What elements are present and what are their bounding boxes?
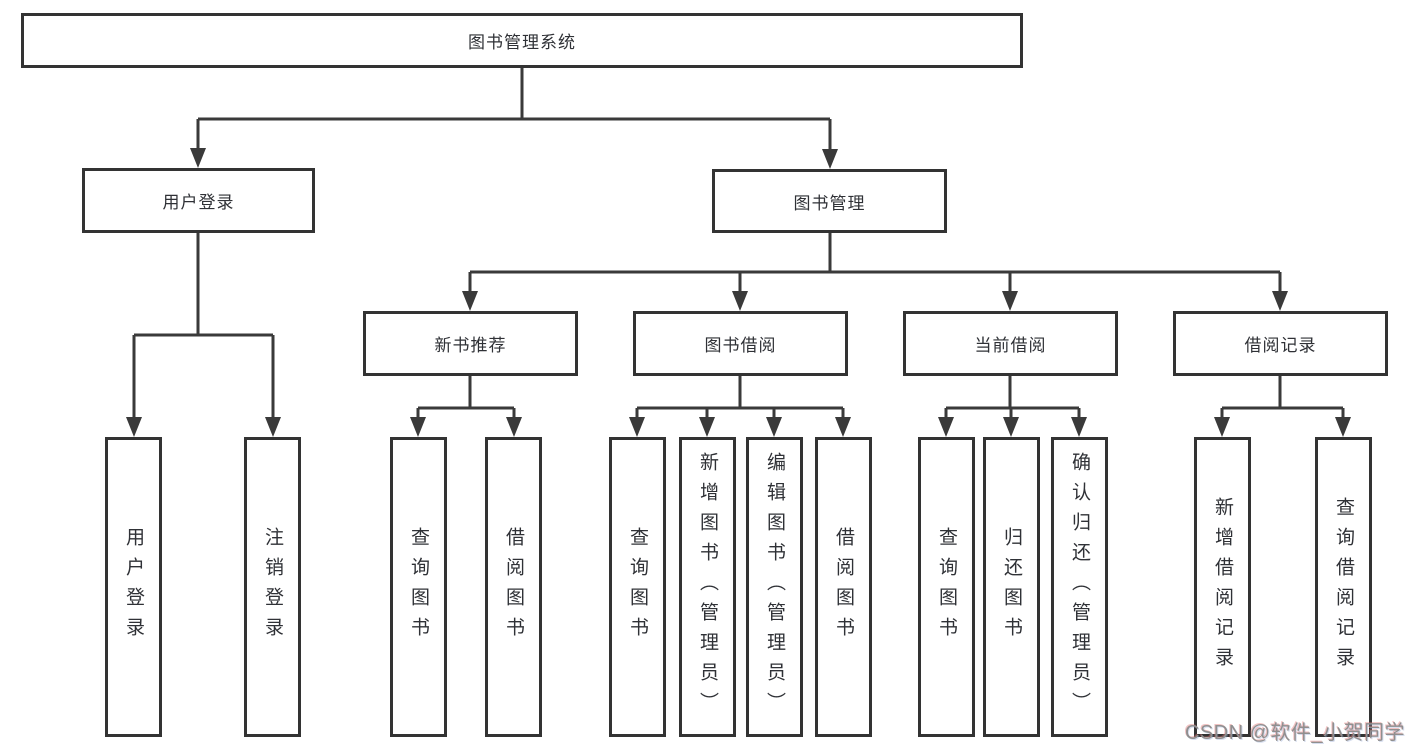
node-book-management: 图书管理: [712, 169, 947, 233]
leaf-query-borrow-record: 查询借阅记录: [1315, 437, 1372, 737]
leaf-query-books-borrow-label: 查询图书: [627, 527, 648, 647]
leaf-edit-book-admin: 编辑图书（管理员）: [746, 437, 803, 737]
node-current-borrow: 当前借阅: [903, 311, 1118, 376]
leaf-add-book-admin: 新增图书（管理员）: [679, 437, 736, 737]
leaf-borrow-books-recommend-label: 借阅图书: [503, 527, 524, 647]
leaf-query-books-current-label: 查询图书: [936, 527, 957, 647]
leaf-add-book-admin-label: 新增图书（管理员）: [697, 452, 718, 722]
leaf-logout-label: 注销登录: [262, 527, 283, 647]
watermark-text: CSDN @软件_小贺同学: [1185, 722, 1405, 744]
node-borrow-records: 借阅记录: [1173, 311, 1388, 376]
leaf-user-login: 用户登录: [105, 437, 162, 737]
node-book-management-label: 图书管理: [793, 193, 866, 213]
node-current-borrow-label: 当前借阅: [974, 336, 1047, 355]
node-user-login: 用户登录: [82, 168, 315, 233]
leaf-borrow-books-borrow: 借阅图书: [815, 437, 872, 737]
leaf-query-books-recommend-label: 查询图书: [408, 527, 429, 647]
leaf-return-books-label: 归还图书: [1001, 527, 1022, 647]
leaf-query-borrow-record-label: 查询借阅记录: [1333, 497, 1354, 677]
node-book-borrow-label: 图书借阅: [704, 336, 777, 355]
node-root: 图书管理系统: [21, 13, 1023, 68]
leaf-borrow-books-recommend: 借阅图书: [485, 437, 542, 737]
node-new-book-recommend: 新书推荐: [363, 311, 578, 376]
leaf-query-books-borrow: 查询图书: [609, 437, 666, 737]
node-user-login-label: 用户登录: [162, 193, 235, 212]
leaf-return-books: 归还图书: [983, 437, 1040, 737]
leaf-edit-book-admin-label: 编辑图书（管理员）: [764, 452, 785, 722]
leaf-logout: 注销登录: [244, 437, 301, 737]
leaf-add-borrow-record: 新增借阅记录: [1194, 437, 1251, 737]
leaf-confirm-return-admin-label: 确认归还（管理员）: [1069, 452, 1090, 722]
node-book-borrow: 图书借阅: [633, 311, 848, 376]
leaf-query-books-current: 查询图书: [918, 437, 975, 737]
arrowhead-icons: [126, 148, 1351, 437]
node-new-book-recommend-label: 新书推荐: [434, 336, 507, 355]
node-borrow-records-label: 借阅记录: [1244, 336, 1317, 355]
leaf-confirm-return-admin: 确认归还（管理员）: [1051, 437, 1108, 737]
node-root-label: 图书管理系统: [468, 33, 576, 52]
leaf-query-books-recommend: 查询图书: [390, 437, 447, 737]
leaf-add-borrow-record-label: 新增借阅记录: [1212, 497, 1233, 677]
leaf-user-login-label: 用户登录: [123, 527, 144, 647]
leaf-borrow-books-borrow-label: 借阅图书: [833, 527, 854, 647]
